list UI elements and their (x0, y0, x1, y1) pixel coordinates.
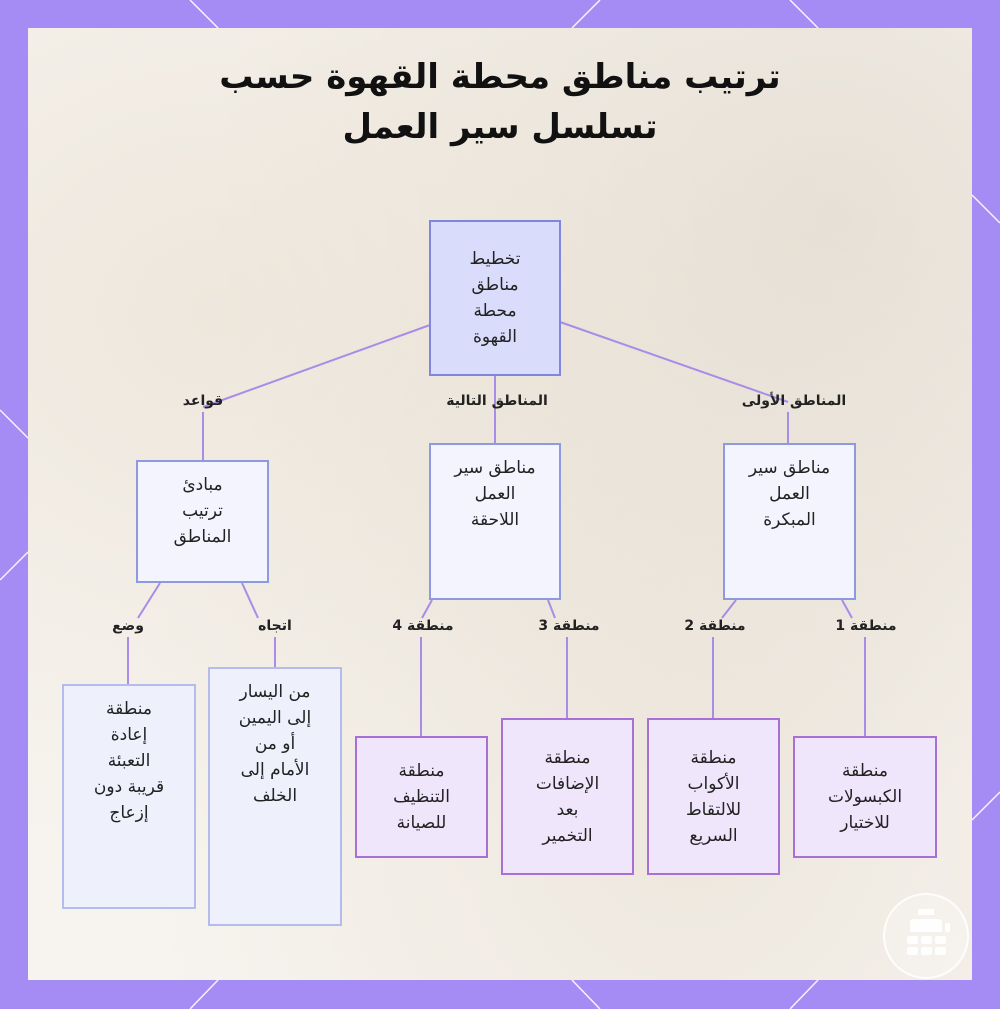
root-node: تخطيط مناطق محطة القهوة (429, 220, 561, 376)
later-zones-node: مناطق سير العمل اللاحقة (429, 443, 561, 600)
zone1-node: منطقة الكبسولات للاختيار (793, 736, 937, 858)
edge-label-zone2: منطقة 2 (684, 618, 746, 634)
edge-label-rules: قواعد (182, 393, 224, 409)
page-title: ترتيب مناطق محطة القهوة حسب تسلسل سير ال… (0, 52, 1000, 152)
title-line-2: تسلسل سير العمل (342, 107, 658, 147)
edge-label-placement: وضع (112, 618, 144, 634)
zone4-node: منطقة التنظيف للصيانة (355, 736, 488, 858)
coffee-machine-icon (883, 893, 969, 979)
principles-node: مبادئ ترتيب المناطق (136, 460, 269, 583)
title-line-1: ترتيب مناطق محطة القهوة حسب (219, 57, 781, 97)
early-zones-node: مناطق سير العمل المبكرة (723, 443, 856, 600)
zone2-node: منطقة الأكواب للالتقاط السريع (647, 718, 780, 875)
edge-label-zone1: منطقة 1 (835, 618, 897, 634)
edge-label-zone3: منطقة 3 (538, 618, 600, 634)
edge-label-zone4: منطقة 4 (392, 618, 454, 634)
edge-label-first-zones: المناطق الأولى (741, 393, 847, 409)
placement-node: منطقة إعادة التعبئة قريبة دون إزعاج (62, 684, 196, 909)
edge-label-direction: اتجاه (258, 618, 292, 634)
zone3-node: منطقة الإضافات بعد التخمير (501, 718, 634, 875)
direction-node: من اليسار إلى اليمين أو من الأمام إلى ال… (208, 667, 342, 926)
edge-label-next-zones: المناطق التالية (446, 393, 548, 409)
